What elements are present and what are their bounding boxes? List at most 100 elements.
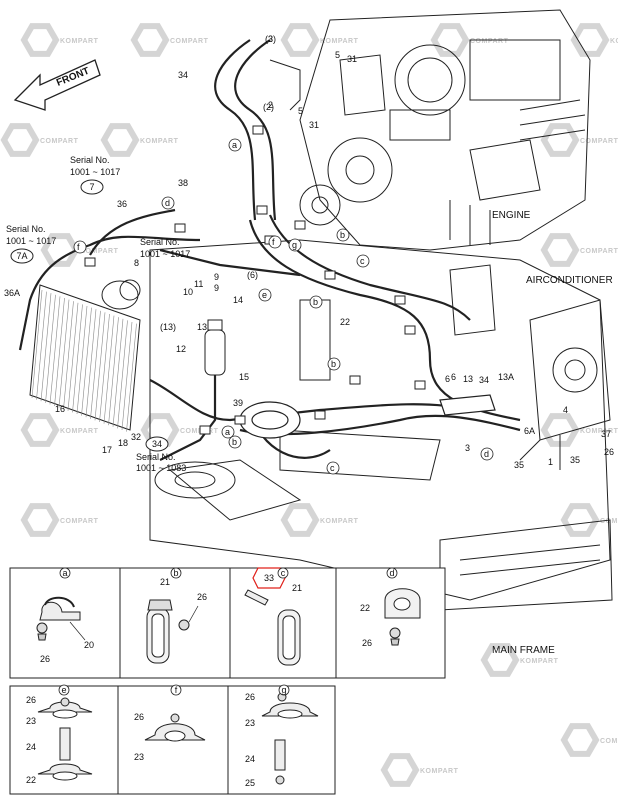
svg-text:KOMPART: KOMPART [320, 518, 359, 525]
engine-label: ENGINE [492, 210, 531, 221]
svg-text:KOMPART: KOMPART [60, 428, 99, 435]
part-callout: (6) [247, 270, 258, 280]
part-callout: 17 [102, 445, 112, 455]
hose-clamp [414, 380, 426, 390]
svg-text:34: 34 [152, 439, 162, 449]
part-callout: 1 [548, 457, 553, 467]
part-callout: 14 [233, 295, 243, 305]
svg-text:7A: 7A [16, 251, 27, 261]
part-callout: d [165, 198, 170, 208]
watermark-mark: KOMPART [40, 233, 118, 267]
watermark-mark: KOMPART [20, 23, 99, 57]
part-callout: 38 [178, 178, 188, 188]
watermark-mark: KOMPART [280, 23, 359, 57]
serial-note-1: Serial No. 1001 ~ 1017 7 [70, 155, 120, 195]
engine-drawing [299, 9, 591, 251]
part-callout: 13 [463, 374, 473, 384]
hose-clamp [252, 125, 264, 135]
part-callout: 34 [479, 375, 489, 385]
ref-letter-circle [336, 228, 350, 242]
detail-part-label: 26 [134, 712, 144, 722]
part-callout: 10 [183, 287, 193, 297]
part-callout: g [292, 240, 297, 250]
serial-note-4: 34 Serial No. 1001 ~ 1083 [136, 436, 186, 473]
detail-part-label: 23 [134, 752, 144, 762]
part-callout: (13) [160, 322, 176, 332]
part-callout: 16 [55, 404, 65, 414]
svg-text:COMPART: COMPART [40, 138, 79, 145]
detail-part-label: 26 [26, 695, 36, 705]
svg-text:KOMPART: KOMPART [520, 658, 559, 665]
hose-clamp [84, 257, 96, 267]
receiver-drier-drawing [204, 319, 226, 376]
svg-text:1001 ~ 1083: 1001 ~ 1083 [136, 463, 186, 473]
part-callout: f [77, 242, 80, 252]
watermark-mark: KOMPART [100, 123, 178, 157]
part-callout: 36 [117, 199, 127, 209]
part-callout: 35 [570, 455, 580, 465]
detail-key-label: b [173, 568, 178, 578]
detail-part-label: 24 [26, 742, 36, 752]
part-callout: 39 [233, 398, 243, 408]
part-callout: b [313, 297, 318, 307]
part-callout: 6A [524, 426, 535, 436]
part-callout: 37 [601, 429, 611, 439]
watermark-mark: COMPART [0, 123, 79, 157]
ref-letter-circle [480, 447, 494, 461]
watermark-mark: COMPART [540, 123, 618, 157]
svg-text:COMPART: COMPART [170, 38, 209, 45]
part-callout: 2 [268, 100, 273, 110]
svg-text:COMPART: COMPART [180, 428, 219, 435]
detail-key-circle [170, 567, 182, 579]
watermark-mark: COMPART [20, 503, 98, 537]
hoses-drawing [18, 39, 521, 461]
highlighted-part-label: 33 [264, 573, 274, 583]
svg-text:COMPART: COMPART [580, 138, 618, 145]
detail-views: 33 [9, 567, 446, 795]
detail-part-label: 20 [84, 640, 94, 650]
part-callout: b [232, 437, 237, 447]
detail-key-label: f [175, 685, 178, 695]
hose-clamp [324, 270, 336, 280]
main-frame-drawing [149, 239, 613, 611]
svg-text:KOMPART: KOMPART [60, 38, 99, 45]
front-arrow: FRONT [13, 59, 101, 111]
part-callout: 18 [118, 438, 128, 448]
watermark-mark: KOMPART [480, 643, 559, 677]
watermark-mark: KOMPART [540, 413, 618, 447]
detail-b [146, 599, 199, 664]
detail-part-label: 26 [40, 654, 50, 664]
detail-key-circle [59, 567, 71, 579]
part-callout: 13 [197, 322, 207, 332]
svg-text:KOMPART: KOMPART [580, 428, 618, 435]
detail-key-circle [58, 684, 70, 696]
watermark-mark: COMPART [430, 23, 509, 57]
part-callout: 12 [176, 344, 186, 354]
condenser-drawing [29, 279, 141, 432]
part-callout: 31 [347, 54, 357, 64]
ref-letter-circle [258, 288, 272, 302]
detail-part-label: 22 [360, 603, 370, 613]
part-callout: a [232, 140, 237, 150]
part-callout: 8 [134, 258, 139, 268]
ref-letter-circle [309, 295, 323, 309]
ref-letter-circle [161, 196, 175, 210]
ref-letter-circle [228, 138, 242, 152]
part-callout: 31 [309, 120, 319, 130]
detail-e [37, 697, 93, 781]
detail-part-label: 23 [26, 716, 36, 726]
hose-clamp [234, 415, 246, 425]
detail-key-circle [277, 567, 289, 579]
svg-text:COMPART: COMPART [470, 38, 509, 45]
part-callout: b [340, 230, 345, 240]
part-callout: 36A [4, 288, 20, 298]
part-callout: d [484, 449, 489, 459]
detail-part-label: 25 [245, 778, 255, 788]
detail-key-label: g [281, 685, 286, 695]
detail-c: 33 [244, 567, 301, 666]
serial-note-2: Serial No. 1001 ~ 1017 7A [6, 224, 56, 264]
part-callout: 34 [178, 70, 188, 80]
ref-letter-circle [288, 238, 302, 252]
svg-text:KOMPART: KOMPART [320, 38, 359, 45]
